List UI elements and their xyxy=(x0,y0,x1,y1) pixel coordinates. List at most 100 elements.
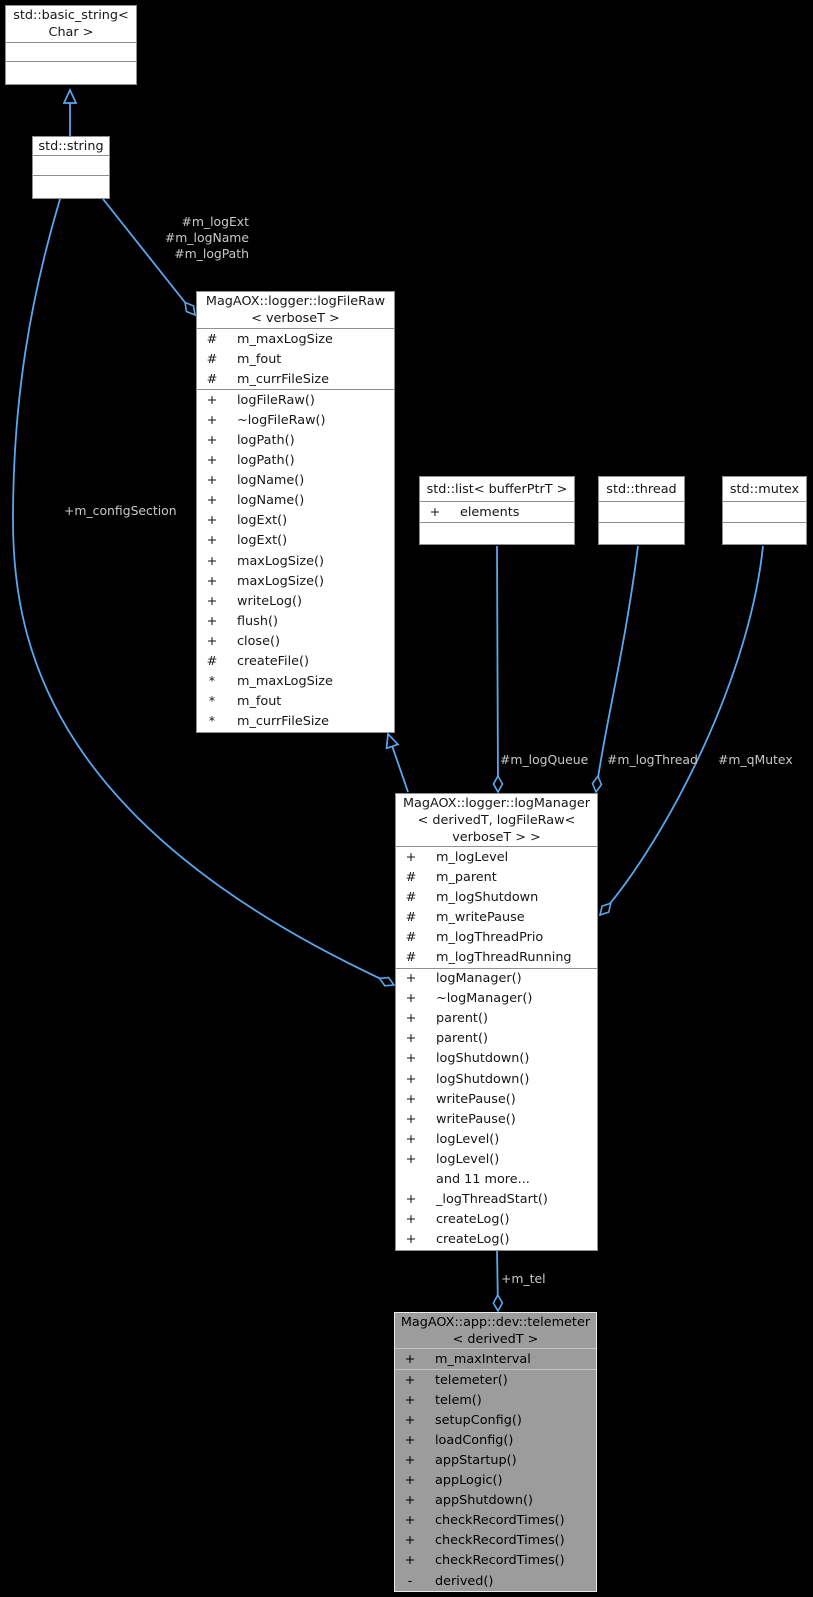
member-row: + writePause() xyxy=(396,1089,597,1109)
attributes-section: + elements xyxy=(420,501,574,522)
member-row: # m_logThreadPrio xyxy=(396,927,597,947)
class-title: std::thread xyxy=(606,481,677,497)
class-box-string[interactable]: std::string xyxy=(32,136,110,199)
member-visibility: * xyxy=(208,694,216,710)
member-row: + logLevel() xyxy=(396,1149,597,1169)
member-row: + appStartup() xyxy=(395,1450,596,1470)
member-visibility: + xyxy=(206,633,218,649)
member-name: m_parent xyxy=(436,869,497,885)
member-name: telem() xyxy=(435,1392,482,1408)
member-row: # m_maxLogSize xyxy=(197,329,394,349)
attributes-section: + m_maxInterval xyxy=(395,1348,596,1369)
member-visibility: # xyxy=(405,889,417,905)
member-row: + logFileRaw() xyxy=(197,390,394,410)
member-name: m_fout xyxy=(237,351,282,367)
member-visibility: + xyxy=(206,533,218,549)
member-visibility: + xyxy=(404,1533,416,1549)
member-name: m_maxLogSize xyxy=(237,674,333,690)
empty-attributes-section xyxy=(599,501,684,522)
member-name: appLogic() xyxy=(435,1473,503,1489)
member-name: flush() xyxy=(237,613,278,629)
member-visibility: + xyxy=(206,412,218,428)
class-box-basic-string[interactable]: std::basic_string< Char > xyxy=(5,5,137,85)
empty-methods-section xyxy=(33,175,109,198)
member-name: maxLogSize() xyxy=(237,553,324,569)
member-name: logLevel() xyxy=(436,1151,500,1167)
member-row: + logPath() xyxy=(197,451,394,471)
edge-aggregation-logmanager-telemeter xyxy=(497,1247,498,1311)
member-name: logLevel() xyxy=(436,1131,500,1147)
member-row: + appLogic() xyxy=(395,1471,596,1491)
member-row: + logLevel() xyxy=(396,1129,597,1149)
member-row: + logPath() xyxy=(197,430,394,450)
empty-methods-section xyxy=(6,61,136,84)
member-visibility: * xyxy=(208,674,216,690)
methods-section: + logManager() + ~logManager() + parent(… xyxy=(396,967,597,1250)
member-visibility: + xyxy=(206,473,218,489)
class-box-mutex[interactable]: std::mutex xyxy=(722,476,807,545)
member-visibility: * xyxy=(208,714,216,730)
member-row: # m_logShutdown xyxy=(396,887,597,907)
member-row: + logName() xyxy=(197,491,394,511)
member-row: * m_fout xyxy=(197,692,394,712)
member-visibility: + xyxy=(429,504,441,520)
member-name: writePause() xyxy=(436,1091,516,1107)
member-visibility: + xyxy=(404,1412,416,1428)
member-visibility: # xyxy=(405,869,417,885)
member-visibility: + xyxy=(206,493,218,509)
member-row: + ~logFileRaw() xyxy=(197,410,394,430)
member-visibility: + xyxy=(404,1473,416,1489)
member-visibility: + xyxy=(405,1031,417,1047)
class-box-telemeter[interactable]: MagAOX::app::dev::telemeter < derivedT >… xyxy=(394,1312,597,1593)
class-box-logfileraw[interactable]: MagAOX::logger::logFileRaw < verboseT > … xyxy=(196,291,395,733)
member-visibility: + xyxy=(404,1351,416,1367)
methods-section: + telemeter() + telem() + setupConfig() … xyxy=(395,1369,596,1591)
member-name: m_logThreadRunning xyxy=(436,950,572,966)
empty-methods-section xyxy=(599,522,684,544)
member-row: + checkRecordTimes() xyxy=(395,1511,596,1531)
member-row: and 11 more... xyxy=(396,1170,597,1190)
member-row: + parent() xyxy=(396,1009,597,1029)
member-name: m_logLevel xyxy=(436,849,509,865)
class-box-logmanager[interactable]: MagAOX::logger::logManager < derivedT, l… xyxy=(395,793,598,1251)
member-row: + m_logLevel xyxy=(396,847,597,867)
member-name: appStartup() xyxy=(435,1453,517,1469)
member-name: m_fout xyxy=(237,694,282,710)
member-row: # m_fout xyxy=(197,349,394,369)
member-visibility: + xyxy=(206,433,218,449)
empty-attributes-section xyxy=(723,501,806,522)
member-visibility: - xyxy=(407,1573,413,1589)
member-name: logManager() xyxy=(436,971,522,987)
attributes-section: + m_logLevel # m_parent # m_logShutdown … xyxy=(396,846,597,968)
attributes-section: # m_maxLogSize # m_fout # m_currFileSize xyxy=(197,328,394,389)
class-box-thread[interactable]: std::thread xyxy=(598,476,685,545)
class-box-list[interactable]: std::list< bufferPtrT > + elements xyxy=(419,476,575,546)
member-visibility: + xyxy=(404,1372,416,1388)
member-visibility: + xyxy=(405,1111,417,1127)
member-visibility: # xyxy=(405,929,417,945)
member-row: + logExt() xyxy=(197,531,394,551)
member-visibility: + xyxy=(405,991,417,1007)
class-title: std::list< bufferPtrT > xyxy=(426,481,568,497)
member-row: + logManager() xyxy=(396,969,597,989)
member-row: - derived() xyxy=(395,1571,596,1591)
empty-attributes-section xyxy=(33,155,109,175)
member-row: * m_maxLogSize xyxy=(197,672,394,692)
member-row: + ~logManager() xyxy=(396,989,597,1009)
member-name: createFile() xyxy=(237,654,310,670)
member-name: checkRecordTimes() xyxy=(435,1533,565,1549)
member-name: checkRecordTimes() xyxy=(435,1513,565,1529)
member-visibility: + xyxy=(404,1432,416,1448)
member-name: m_currFileSize xyxy=(237,714,329,730)
member-row: + elements xyxy=(420,502,574,522)
member-row: + logShutdown() xyxy=(396,1069,597,1089)
class-title: std::basic_string< Char > xyxy=(13,8,129,40)
member-name: elements xyxy=(460,504,520,520)
member-name: maxLogSize() xyxy=(237,573,324,589)
edge-label-log-queue: #m_logQueue xyxy=(500,752,589,767)
member-visibility: + xyxy=(405,971,417,987)
member-name: checkRecordTimes() xyxy=(435,1553,565,1569)
member-visibility: + xyxy=(404,1392,416,1408)
member-name: m_maxInterval xyxy=(435,1351,531,1367)
member-name: telemeter() xyxy=(435,1372,508,1388)
